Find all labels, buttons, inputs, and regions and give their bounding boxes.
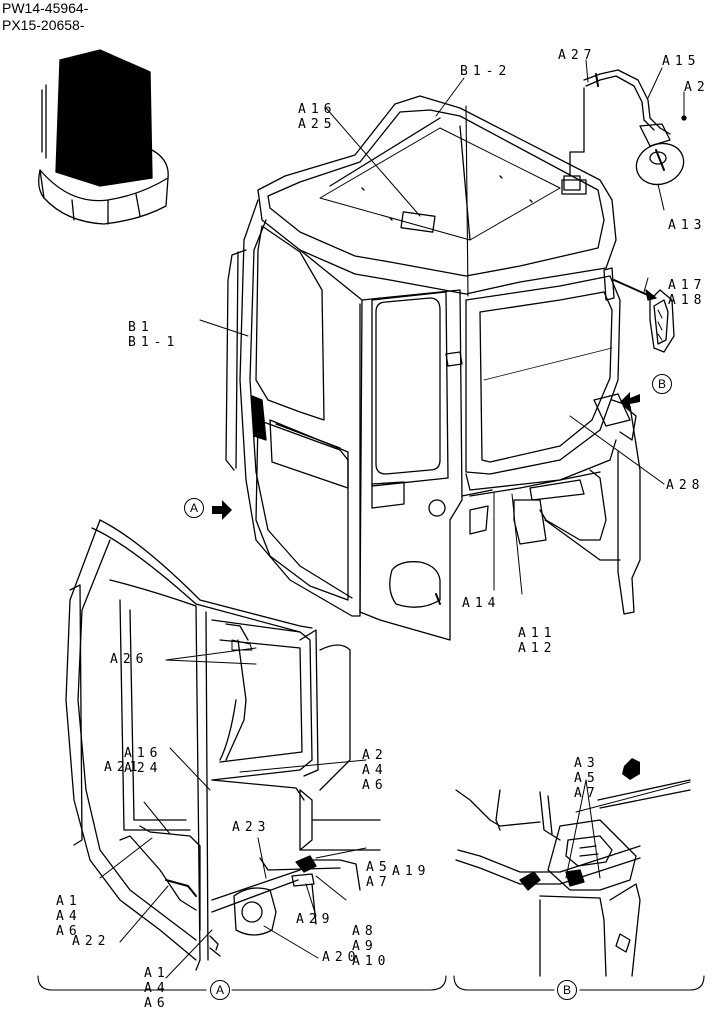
callout-a28: A28 bbox=[666, 478, 705, 493]
bottom-brackets bbox=[37, 975, 705, 991]
callout-a14: A14 bbox=[462, 596, 501, 611]
callout-a22: A22 bbox=[72, 934, 111, 949]
callout-b1-2: B1-2 bbox=[460, 64, 512, 79]
cab-thumbnail bbox=[38, 49, 169, 225]
detail-a-caption: A bbox=[210, 980, 230, 1000]
callout-a23: A23 bbox=[232, 820, 271, 835]
exploded-parts-diagram bbox=[37, 49, 705, 991]
callout-a15: A15 bbox=[662, 54, 701, 69]
callout-a2-top: A2 bbox=[684, 80, 710, 95]
leader-lines bbox=[99, 59, 685, 979]
detail-b-drawing bbox=[455, 779, 691, 977]
serial-number-2: PX15-20658- bbox=[2, 17, 85, 33]
cab-main-drawing bbox=[225, 95, 641, 641]
callout-a20: A20 bbox=[322, 950, 361, 965]
callout-a29: A29 bbox=[296, 912, 335, 927]
mirror-assembly bbox=[563, 69, 687, 191]
callout-a21: A21 bbox=[104, 760, 143, 775]
serial-number-1: PW14-45964- bbox=[2, 0, 89, 16]
view-arrows bbox=[212, 392, 640, 780]
callout-a26: A26 bbox=[110, 652, 149, 667]
detail-a-drawing bbox=[65, 519, 381, 971]
view-a-marker: A bbox=[184, 498, 204, 518]
detail-b-caption: B bbox=[557, 980, 577, 1000]
view-b-marker: B bbox=[652, 374, 672, 394]
callout-a27: A27 bbox=[558, 48, 597, 63]
grab-handle-part bbox=[613, 279, 675, 353]
callout-a13: A13 bbox=[668, 218, 707, 233]
callout-a19: A19 bbox=[392, 864, 431, 879]
